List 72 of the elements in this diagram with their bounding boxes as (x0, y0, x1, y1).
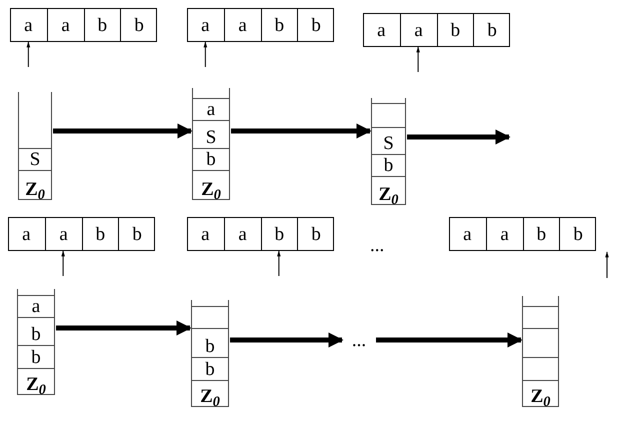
transition-arrow (231, 124, 372, 138)
tape (449, 217, 596, 251)
stack-symbol: b (205, 337, 215, 356)
tape-symbol: b (274, 16, 284, 34)
stack-cell (191, 380, 229, 407)
ellipsis-text: ... (352, 330, 366, 350)
transition-arrow (56, 320, 192, 336)
tape-symbol: a (238, 16, 247, 34)
stack-symbol: b (206, 150, 216, 169)
tape-symbol: b (450, 20, 460, 40)
tape (187, 217, 334, 251)
tape (187, 8, 334, 42)
tape-symbol: b (311, 16, 321, 34)
tape-symbol: a (238, 224, 247, 244)
tape-symbol: a (463, 224, 472, 244)
head-pointer-arrow (26, 41, 30, 68)
tape-symbol: b (134, 16, 144, 34)
stack-symbol: Z$_{0}$ (201, 180, 221, 199)
tape-symbol: b (573, 224, 583, 244)
tape-symbol: b (132, 224, 142, 244)
head-pointer-arrow (61, 250, 65, 276)
tape-symbol: b (98, 16, 108, 34)
stack-cell (18, 170, 52, 200)
tape-symbol: b (274, 224, 284, 244)
tape (8, 217, 155, 251)
stack-symbol: b (384, 156, 394, 175)
tape-symbol: a (500, 224, 509, 244)
stack (18, 92, 52, 200)
tape-symbol: a (24, 16, 33, 34)
stack (371, 98, 406, 205)
tape (10, 8, 157, 42)
head-pointer-arrow (204, 41, 208, 68)
stack-symbol: S (383, 134, 394, 153)
stack-symbol: b (205, 360, 215, 379)
tape-symbol: b (96, 224, 106, 244)
stack-cell (17, 368, 55, 395)
tape-symbol: a (59, 224, 68, 244)
transition-arrow (376, 332, 522, 348)
tape-symbol: a (61, 16, 70, 34)
stack-symbol: a (206, 100, 216, 119)
head-pointer-arrow (416, 46, 420, 72)
stack-symbol: Z$_{0}$ (26, 375, 46, 394)
transition-arrow (407, 130, 510, 144)
tape-symbol: b (487, 20, 497, 40)
tape-symbol: a (201, 16, 210, 34)
transition-arrow (230, 332, 344, 348)
transition-arrow (53, 124, 192, 138)
stack-symbol: Z$_{0}$ (530, 387, 550, 406)
stack-symbol: Z$_{0}$ (200, 387, 220, 406)
tape-symbol: a (377, 20, 386, 40)
stack (192, 88, 230, 200)
stack-symbol: b (31, 325, 41, 344)
stack (191, 300, 229, 407)
tape-symbol: a (414, 20, 423, 40)
stack (17, 289, 55, 395)
stack-symbol: Z$_{0}$ (378, 185, 398, 204)
tape-symbol: b (311, 224, 321, 244)
ellipsis-text: ... (370, 236, 384, 255)
head-pointer-arrow (277, 250, 281, 276)
tape-symbol: b (536, 224, 546, 244)
stack-symbol: Z$_{0}$ (25, 180, 45, 199)
stack-cell (192, 170, 230, 200)
stack-cell (371, 176, 406, 205)
stack (522, 296, 559, 407)
stack-cell (522, 380, 559, 407)
stack-symbol: S (30, 150, 40, 169)
stack-symbol: S (206, 128, 216, 147)
stack-symbol: a (32, 297, 40, 316)
tape-symbol: a (201, 224, 210, 244)
tape (363, 13, 510, 47)
stack-symbol: b (31, 348, 41, 367)
tape-symbol: a (22, 224, 31, 244)
